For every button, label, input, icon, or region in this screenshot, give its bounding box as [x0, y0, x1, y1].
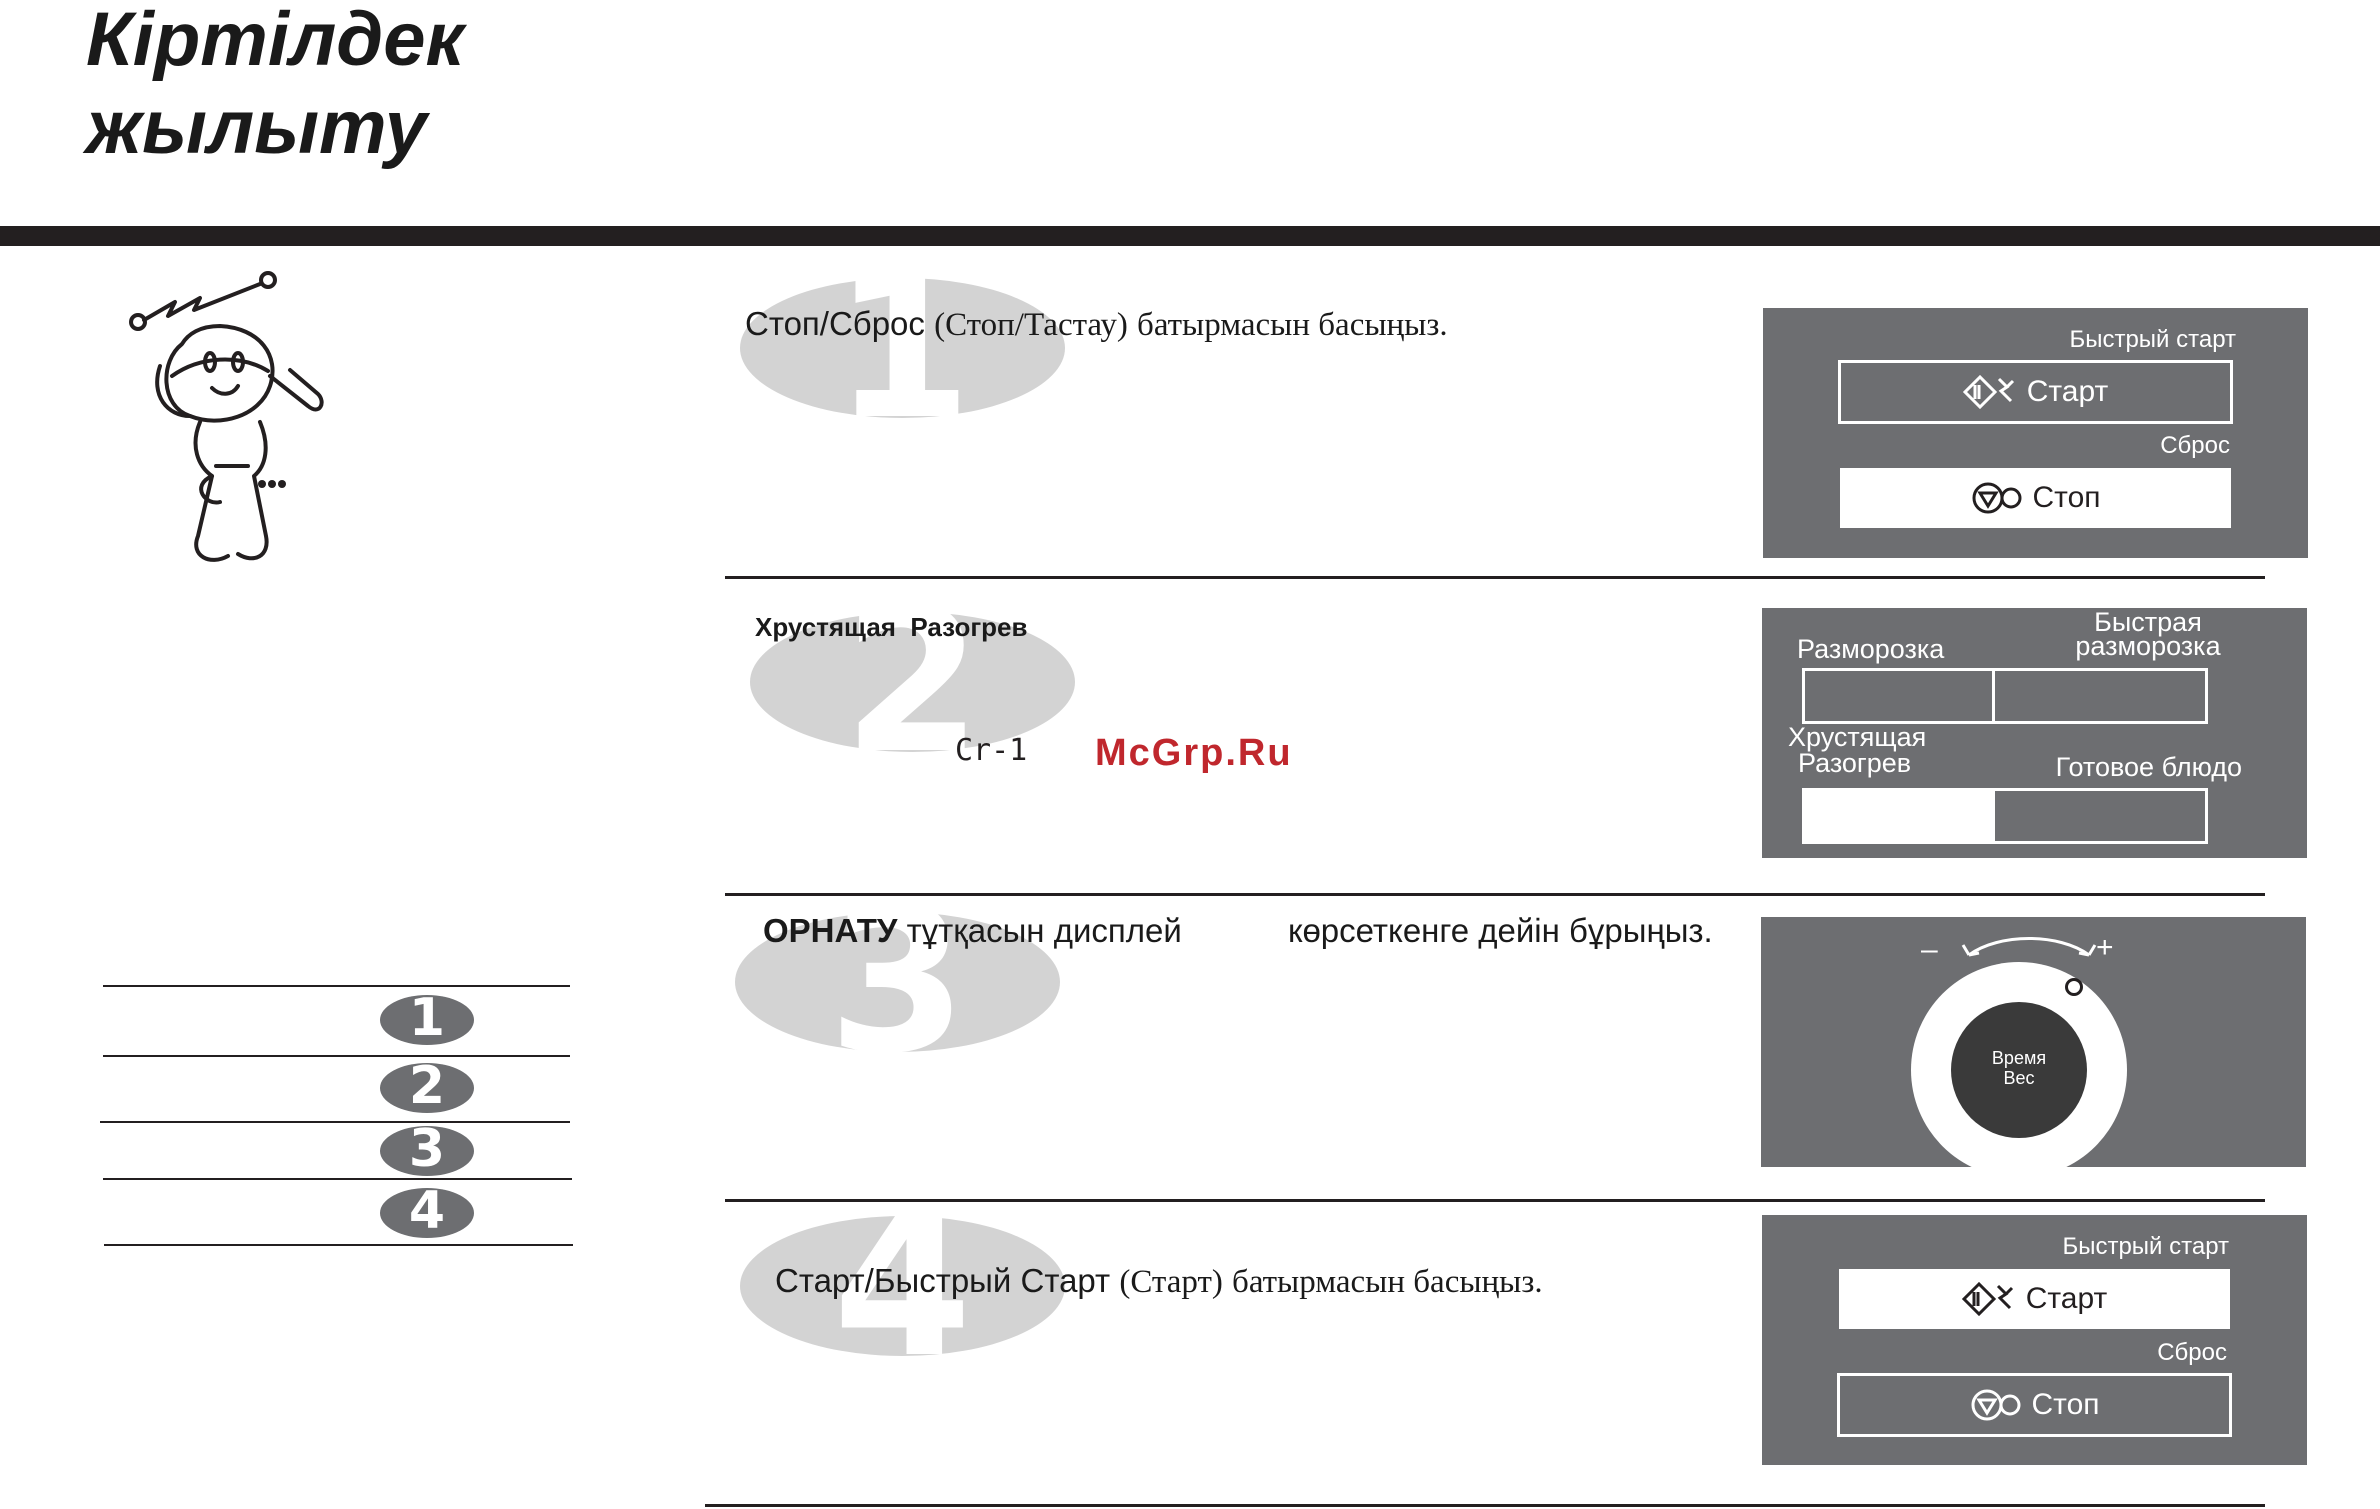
sidebar-number-3: 3 — [380, 1123, 474, 1176]
step-divider-4 — [705, 1504, 2265, 1507]
ready-meal-button[interactable] — [1995, 791, 2205, 841]
step3-instruction-end: көрсеткенге дейін бұрыңыз. — [1288, 912, 1713, 949]
start-button[interactable]: Старт — [1839, 1269, 2230, 1329]
sidebar-rule-2 — [100, 1121, 570, 1123]
start-icon — [1962, 375, 2014, 409]
stop-icon — [1971, 1389, 2020, 1421]
step-number-2: 2 — [750, 582, 1075, 782]
control-panel-step3: – + Время Вес — [1761, 917, 2306, 1178]
step2-heading: Хрустящая Разогрев — [755, 612, 1028, 642]
sidebar-rule-1 — [103, 1055, 570, 1057]
control-panel-step4: Быстрый старт Старт Сброс Стоп — [1762, 1215, 2307, 1465]
sidebar-number-4: 4 — [380, 1185, 474, 1238]
ready-meal-label: Готовое блюдо — [2055, 752, 2242, 782]
watermark-text: McGrp.Ru — [1095, 732, 1293, 774]
setting-dial[interactable]: Время Вес — [1911, 962, 2127, 1178]
step-divider-3 — [725, 1199, 2265, 1202]
page-title-line2: жылыту — [86, 85, 427, 170]
control-panel-step1: Быстрый старт Старт Сброс Стоп — [1763, 308, 2308, 558]
step-divider-2 — [725, 893, 2265, 896]
crispy-reheat-button[interactable] — [1805, 791, 1995, 841]
sidebar-rule-top — [103, 985, 570, 987]
dial-marker — [2065, 978, 2083, 996]
quick-defrost-label: Быстрая разморозка — [2075, 607, 2221, 661]
step4-instruction: Старт/Быстрый Старт (Старт) батырмасын б… — [775, 1262, 1543, 1300]
step-number-1: 1 — [740, 248, 1065, 448]
defrost-label: Разморозка — [1797, 634, 1945, 664]
step-number-3: 3 — [735, 882, 1060, 1082]
mascot-character — [129, 271, 324, 562]
start-button[interactable]: Старт — [1838, 360, 2233, 424]
dial-knob[interactable]: Время Вес — [1951, 1002, 2087, 1138]
page-title-line1: Кіртілдек — [86, 0, 464, 82]
quick-start-label: Быстрый старт — [2069, 326, 2236, 353]
sidebar-rule-3 — [103, 1178, 572, 1180]
stop-button[interactable]: Стоп — [1840, 468, 2231, 528]
control-panel-step2: Разморозка Быстрая разморозка Хрустящая … — [1762, 608, 2307, 858]
step-number-4: 4 — [740, 1186, 1065, 1386]
rotate-arrow-icon — [1961, 937, 2097, 957]
dial-knob-label: Время Вес — [1991, 1048, 2047, 1088]
minus-sign: – — [1921, 933, 1938, 966]
step1-instruction: Стоп/Сброс (Стоп/Тастау) батырмасын басы… — [745, 305, 1448, 343]
reset-label: Сброс — [2160, 432, 2230, 459]
quick-start-label: Быстрый старт — [2062, 1233, 2229, 1260]
step3-instruction-start: ОРНАТУ тұтқасын дисплей — [763, 912, 1182, 949]
plus-sign: + — [2096, 931, 2114, 964]
sidebar-rule-bottom — [104, 1244, 573, 1246]
defrost-button[interactable] — [1805, 671, 1995, 721]
defrost-buttons — [1802, 668, 2208, 724]
quick-defrost-button[interactable] — [1995, 671, 2205, 721]
header-bar — [0, 226, 2380, 246]
start-icon — [1961, 1282, 2013, 1316]
display-readout: Cr-1 — [955, 733, 1028, 768]
stop-icon — [1972, 482, 2021, 514]
reset-label: Сброс — [2157, 1339, 2227, 1366]
crispy-reheat-label: Хрустящая Разогрев — [1788, 722, 1927, 778]
step-divider-1 — [725, 576, 2265, 579]
reheat-buttons — [1802, 788, 2208, 844]
stop-button[interactable]: Стоп — [1837, 1373, 2232, 1437]
sidebar-number-1: 1 — [380, 992, 474, 1045]
sidebar-number-2: 2 — [380, 1060, 474, 1113]
